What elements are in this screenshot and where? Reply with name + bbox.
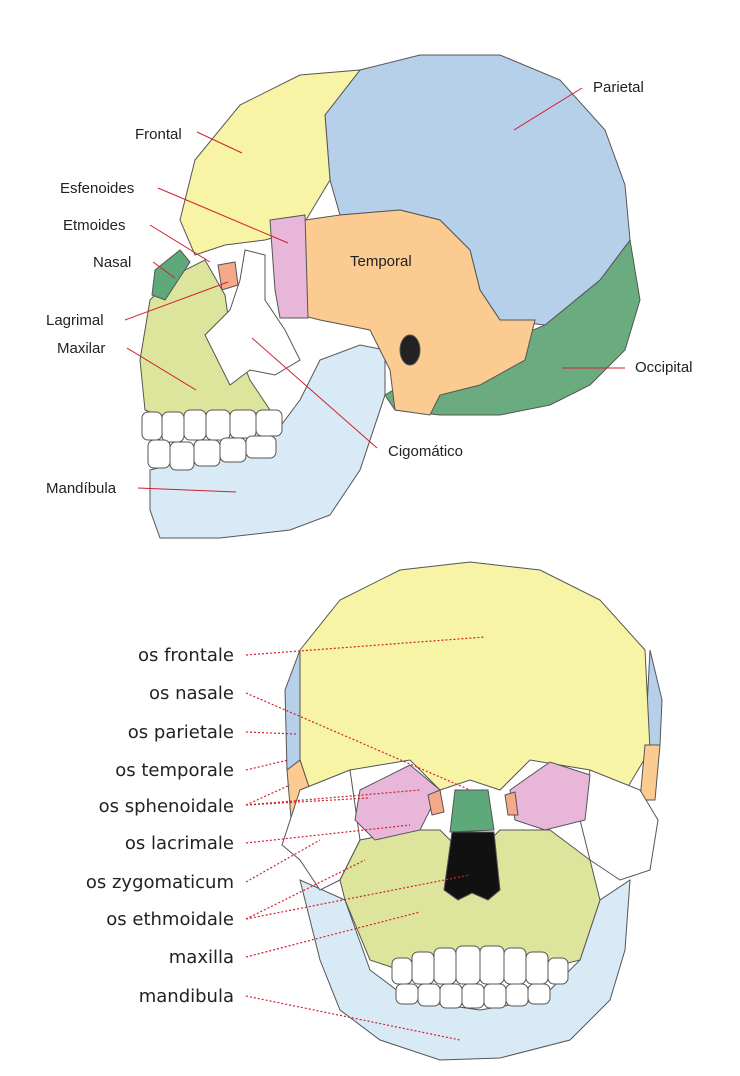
lacrimal-region-frontal-left	[428, 790, 444, 815]
label-os-nasale: os nasale	[149, 683, 234, 704]
label-lagrimal: Lagrimal	[46, 312, 104, 329]
parietal-region-frontal-left	[285, 650, 300, 770]
label-parietal: Parietal	[593, 79, 644, 96]
label-etmoides: Etmoides	[63, 217, 126, 234]
label-mandibula: Mandíbula	[46, 480, 117, 497]
label-os-frontale: os frontale	[138, 645, 234, 666]
label-mandibula-frontal: mandibula	[139, 986, 234, 1007]
teeth-frontal	[392, 946, 568, 1008]
lateral-skull	[140, 55, 640, 538]
label-os-parietale: os parietale	[128, 722, 234, 743]
nasal-region-frontal	[450, 790, 494, 832]
label-os-zygomaticum: os zygomaticum	[86, 872, 234, 893]
label-maxilar: Maxilar	[57, 340, 105, 357]
frontal-skull	[282, 562, 662, 1060]
label-os-lacrimale: os lacrimale	[125, 833, 234, 854]
sphenoid-region-lateral	[270, 215, 308, 318]
lacrimal-region-lateral	[218, 262, 238, 290]
label-cigomatico: Cigomático	[388, 443, 463, 460]
ear-canal-lateral	[400, 335, 420, 365]
sphenoid-region-frontal-right	[510, 762, 590, 830]
label-temporal: Temporal	[350, 253, 412, 270]
nasal-cavity-frontal	[444, 832, 500, 900]
frontal-labels: os frontale os nasale os parietale os te…	[86, 645, 234, 1007]
label-nasal: Nasal	[93, 254, 131, 271]
frontal-region-frontal	[300, 562, 650, 800]
label-os-temporale: os temporale	[115, 760, 234, 781]
label-os-ethmoidale: os ethmoidale	[106, 909, 234, 930]
label-frontal: Frontal	[135, 126, 182, 143]
label-esfenoides: Esfenoides	[60, 180, 134, 197]
label-maxilla: maxilla	[169, 947, 234, 968]
label-occipital: Occipital	[635, 359, 693, 376]
label-os-sphenoidale: os sphenoidale	[99, 796, 234, 817]
